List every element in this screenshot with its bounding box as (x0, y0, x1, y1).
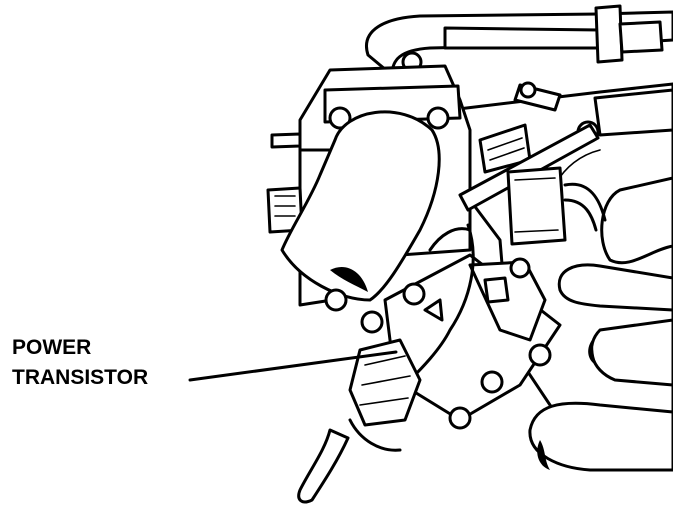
callout-leader-line (188, 350, 398, 382)
intake-manifold (448, 82, 673, 472)
air-hose (280, 110, 441, 312)
support-rod (458, 123, 600, 212)
top-pipe (365, 4, 673, 77)
wire-harness (297, 338, 422, 504)
power-transistor-unit (360, 223, 562, 430)
wiring-connector (506, 166, 607, 246)
callout-line-2: TRANSISTOR (12, 366, 149, 389)
callout-line-1: POWER (12, 336, 92, 359)
callout-label-power-transistor: POWER TRANSISTOR (12, 333, 148, 393)
